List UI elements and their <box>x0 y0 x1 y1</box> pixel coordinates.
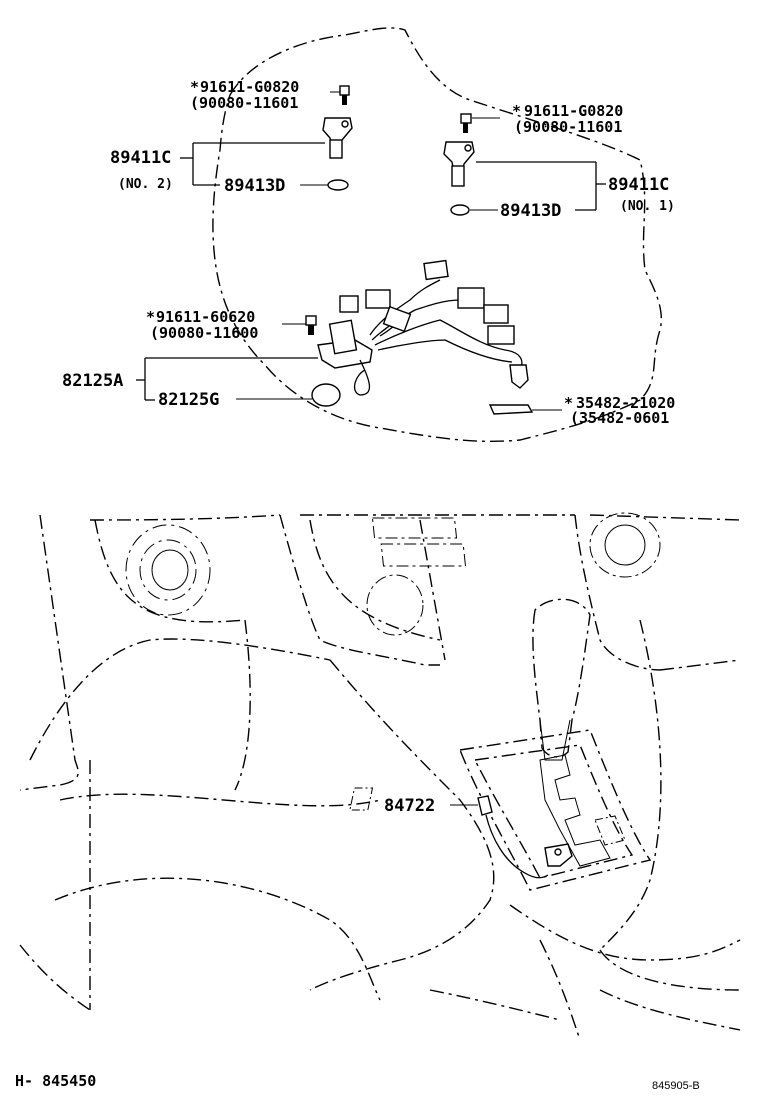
star-mark-mid: * <box>146 308 155 326</box>
star-mark: * <box>190 78 199 96</box>
clamp <box>488 404 534 415</box>
cam-sensor-no1 <box>443 141 475 187</box>
bolt-mid-alt-label: (90080-11600 <box>150 324 258 342</box>
bolt-top-left-alt-label: (90080-11601 <box>190 94 298 112</box>
sensor-no1-note: (NO. 1) <box>620 199 675 214</box>
footer-left-code: H- 845450 <box>15 1072 96 1090</box>
oring-left <box>327 179 349 191</box>
star-mark-clamp: * <box>564 394 573 412</box>
shift-switch-label: 84722 <box>384 796 435 816</box>
bolt-top-right-label: 91611-G0820 <box>524 102 623 120</box>
oring-left-label: 89413D <box>224 176 285 196</box>
bolt-mid <box>305 315 317 335</box>
bolt-mid-label: 91611-60620 <box>156 308 255 326</box>
vehicle-console <box>19 512 741 1041</box>
sensor-no1-label: 89411C <box>608 175 669 195</box>
engine-outline <box>212 27 662 443</box>
wire-harness <box>317 259 529 396</box>
cam-sensor-no2 <box>322 117 353 159</box>
oring-right-label: 89413D <box>500 201 561 221</box>
bolt-top-right <box>460 113 472 133</box>
shift-switch <box>477 795 573 879</box>
clamp-label: 35482-21020 <box>576 394 675 412</box>
bolt-top-right-alt-label: (90080-11601 <box>514 118 622 136</box>
harness-label: 82125A <box>62 371 123 391</box>
oring-right <box>450 204 470 216</box>
harness-grommet-label: 82125G <box>158 390 219 410</box>
clamp-alt-label: (35482-0601 <box>570 409 669 427</box>
harness-grommet <box>311 383 341 407</box>
star-mark-right: * <box>512 102 521 120</box>
sensor-no2-label: 89411C <box>110 148 171 168</box>
bolt-top-left <box>339 85 350 105</box>
bolt-top-left-label: 91611-G0820 <box>200 78 299 96</box>
sensor-no2-note: (NO. 2) <box>118 177 173 192</box>
footer-right-code: 845905-B <box>652 1080 700 1092</box>
